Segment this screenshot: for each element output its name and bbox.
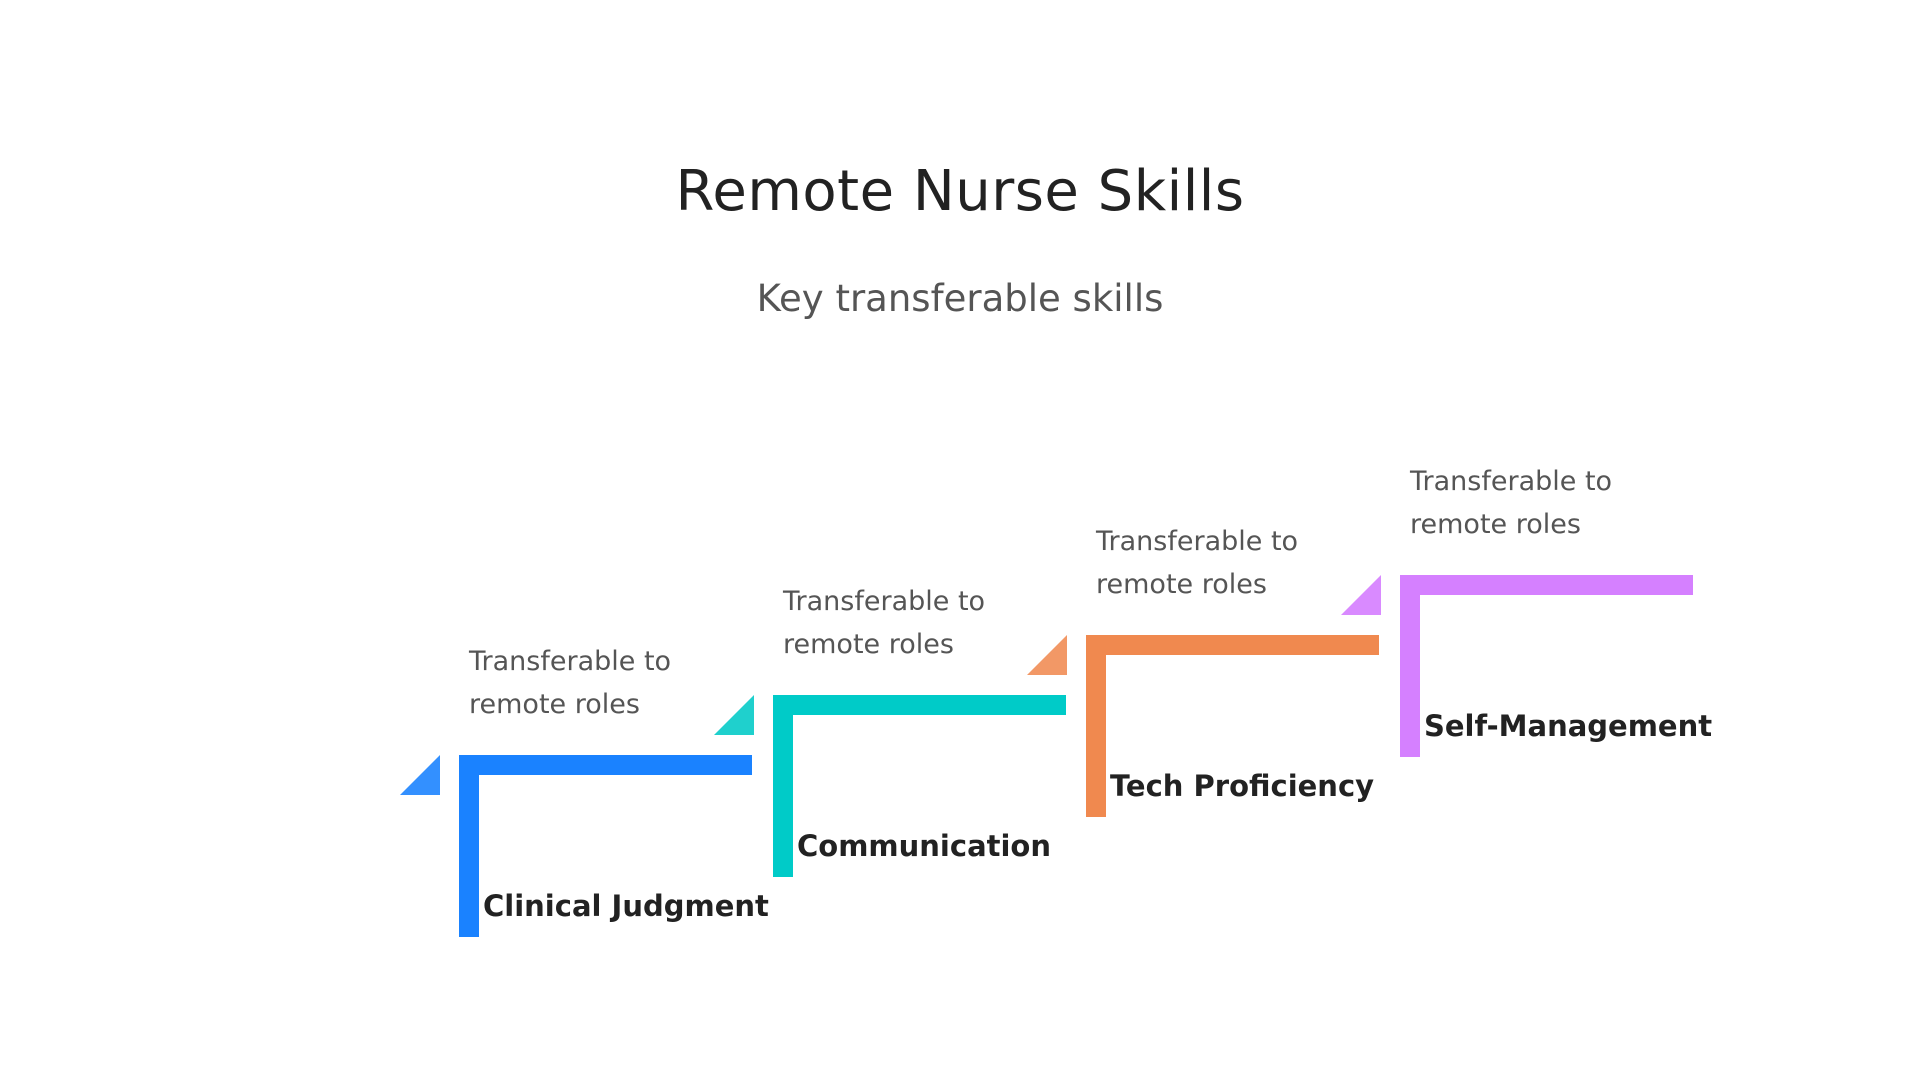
description-line: remote roles [469,689,640,720]
description-line: Transferable to [1096,526,1299,557]
step-description: Transferable to remote roles [469,640,729,726]
step-horizontal-bar [1400,575,1693,595]
step-description: Transferable to remote roles [1410,460,1670,546]
step-tech-proficiency: Transferable to remote roles Tech Profic… [1027,500,1447,820]
step-label: Communication [797,829,1052,863]
step-horizontal-bar [459,755,752,775]
step-description: Transferable to remote roles [1096,520,1356,606]
step-horizontal-bar [1086,635,1379,655]
description-line: remote roles [1410,509,1581,540]
page-title: Remote Nurse Skills [675,159,1245,224]
step-vertical-bar [1400,575,1420,757]
step-label: Self-Management [1424,709,1713,743]
step-horizontal-bar [773,695,1066,715]
step-vertical-bar [459,755,479,937]
triangle-marker-icon [714,695,754,735]
step-vertical-bar [773,695,793,877]
description-line: remote roles [1096,569,1267,600]
step-communication: Transferable to remote roles Communicati… [714,560,1134,880]
step-vertical-bar [1086,635,1106,817]
step-description: Transferable to remote roles [783,580,1043,666]
triangle-marker-icon [400,755,440,795]
description-line: Transferable to [783,586,986,617]
triangle-marker-icon [1027,635,1067,675]
description-line: Transferable to [469,646,672,677]
step-label: Tech Proficiency [1110,769,1375,803]
triangle-marker-icon [1341,575,1381,615]
page-subtitle: Key transferable skills [756,277,1164,320]
step-self-management: Transferable to remote roles Self-Manage… [1341,440,1761,760]
description-line: remote roles [783,629,954,660]
description-line: Transferable to [1410,466,1613,497]
step-label: Clinical Judgment [483,889,769,923]
step-clinical-judgment: Transferable to remote roles Clinical Ju… [400,620,820,940]
